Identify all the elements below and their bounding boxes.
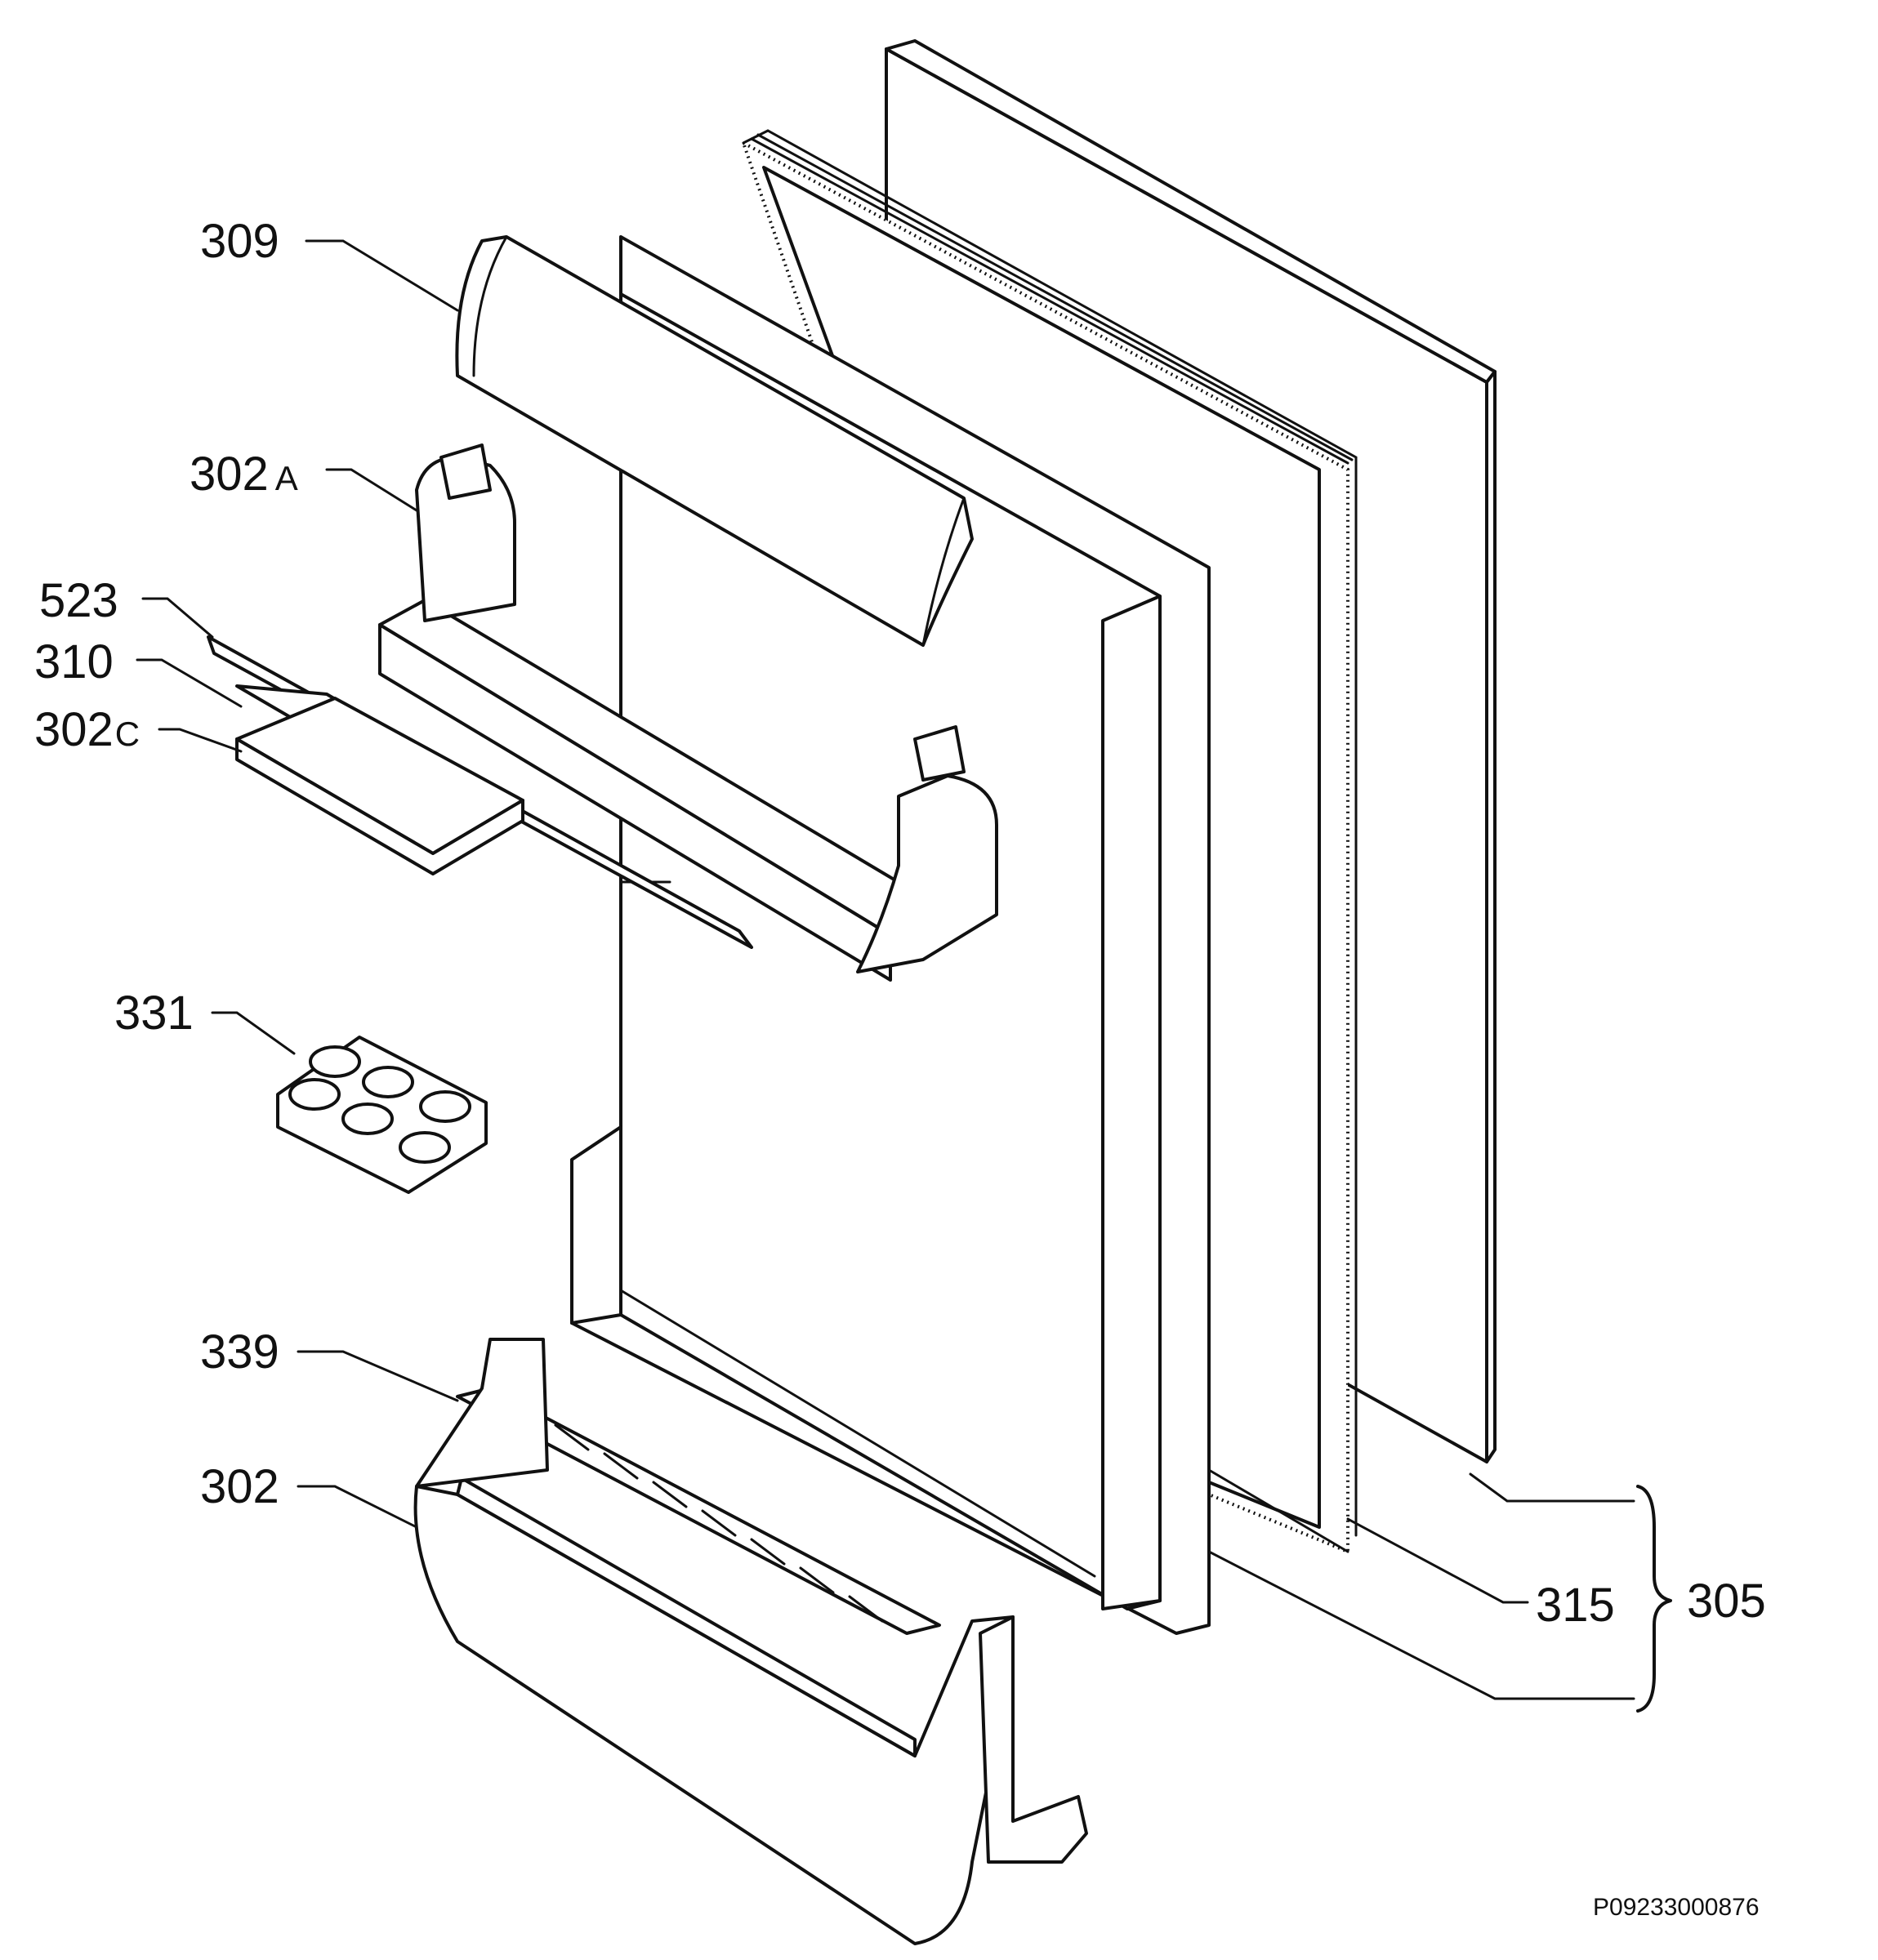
label-305: 305 <box>1687 1575 1766 1628</box>
label-315: 315 <box>1536 1579 1615 1632</box>
drawing-code: P09233000876 <box>1593 1894 1760 1921</box>
upper-door-shelf <box>378 443 998 982</box>
label-302: 302 <box>200 1460 279 1513</box>
label-339: 339 <box>200 1325 279 1379</box>
label-310: 310 <box>34 635 114 688</box>
leader-lines <box>136 239 1672 1713</box>
butter-compartment-cover <box>455 235 974 647</box>
label-309: 309 <box>200 215 279 268</box>
egg-tray <box>276 1036 488 1194</box>
label-331: 331 <box>114 987 194 1040</box>
bottle-shelf <box>413 1338 1088 1945</box>
label-523: 523 <box>39 574 118 627</box>
label-302c: 302C <box>34 703 140 756</box>
label-302a-suffix: A <box>275 459 298 497</box>
small-door-shelf <box>235 697 524 875</box>
label-302a-number: 302 <box>190 448 269 501</box>
label-302c-number: 302 <box>34 703 114 756</box>
label-302c-suffix: C <box>115 715 140 753</box>
